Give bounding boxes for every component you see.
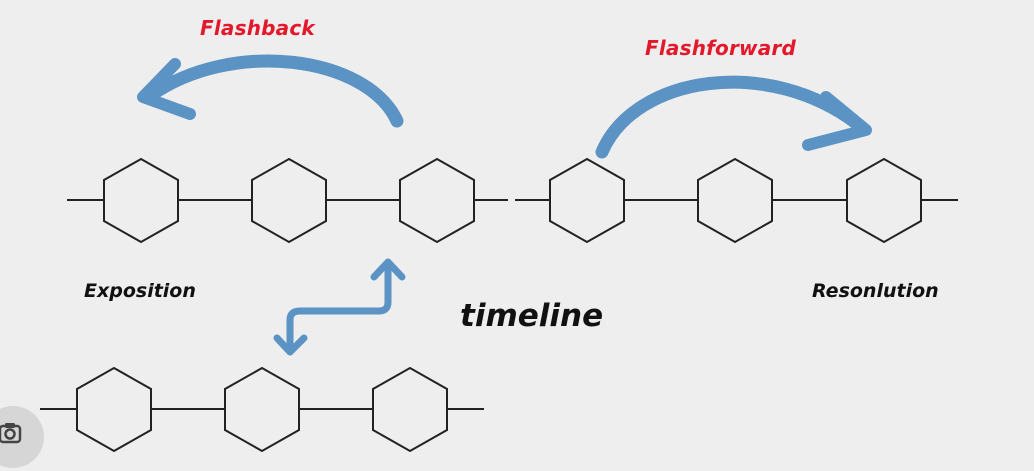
flashforward-arrow: [595, 75, 872, 159]
main-event-3: [399, 157, 475, 244]
flashback-label: Flashback: [200, 16, 315, 40]
flashback-arrow: [137, 54, 404, 128]
main-event-2: [251, 157, 327, 244]
resolution-label: Resonlution: [812, 280, 939, 302]
main-event-1: [103, 157, 179, 244]
image-search-icon: [0, 423, 22, 444]
flashforward-label: Flashforward: [645, 36, 797, 60]
secondary-event-2: [224, 366, 300, 453]
main-event-4: [549, 157, 625, 244]
parallel-connector-arrow: [273, 258, 406, 356]
exposition-label: Exposition: [84, 280, 196, 302]
main-event-6: [846, 157, 922, 244]
secondary-event-3: [372, 366, 448, 453]
timeline-title: timeline: [460, 298, 604, 334]
secondary-event-1: [76, 366, 152, 453]
main-event-5: [697, 157, 773, 244]
